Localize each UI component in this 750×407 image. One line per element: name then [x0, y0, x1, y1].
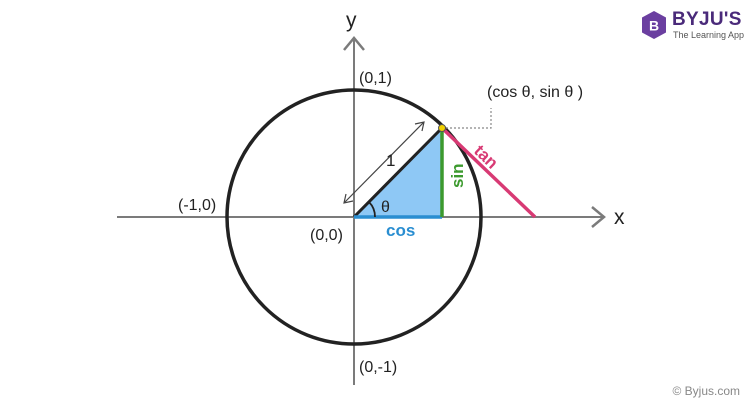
angle-label: θ	[381, 199, 390, 216]
brand-tagline: The Learning App	[673, 30, 745, 40]
point-label-top: (0,1)	[359, 70, 392, 87]
x-axis-label: x	[614, 206, 625, 229]
point-label-on-circle: (cos θ, sin θ )	[487, 84, 583, 101]
unit-circle	[225, 88, 483, 346]
cos-label: cos	[386, 221, 415, 240]
y-axis-label: y	[346, 9, 357, 32]
byjus-logo-mark: B	[642, 11, 666, 39]
radius-line	[352, 126, 444, 219]
radius-dimension-line	[343, 121, 425, 204]
x-axis-arrow	[591, 206, 606, 228]
y-axis-arrow	[343, 36, 365, 51]
byjus-logo: B BYJU'S The Learning App	[641, 8, 746, 44]
circle-point	[438, 124, 446, 132]
copyright-notice: © Byjus.com	[672, 384, 740, 398]
angle-arc	[368, 201, 376, 218]
point-leader	[446, 108, 492, 129]
sin-label: sin	[448, 163, 467, 188]
radius-label: 1	[386, 151, 395, 170]
radius-dimension-arrow-start	[343, 193, 354, 204]
brand-name: BYJU'S	[672, 9, 742, 30]
byjus-logo-letter: B	[649, 18, 659, 34]
radius-dimension-arrow-end	[414, 121, 425, 132]
point-label-origin: (0,0)	[310, 227, 343, 244]
tan-segment	[440, 126, 537, 219]
point-label-bottom: (0,-1)	[359, 359, 397, 376]
point-label-left: (-1,0)	[178, 197, 216, 214]
tan-label: tan	[470, 141, 502, 172]
